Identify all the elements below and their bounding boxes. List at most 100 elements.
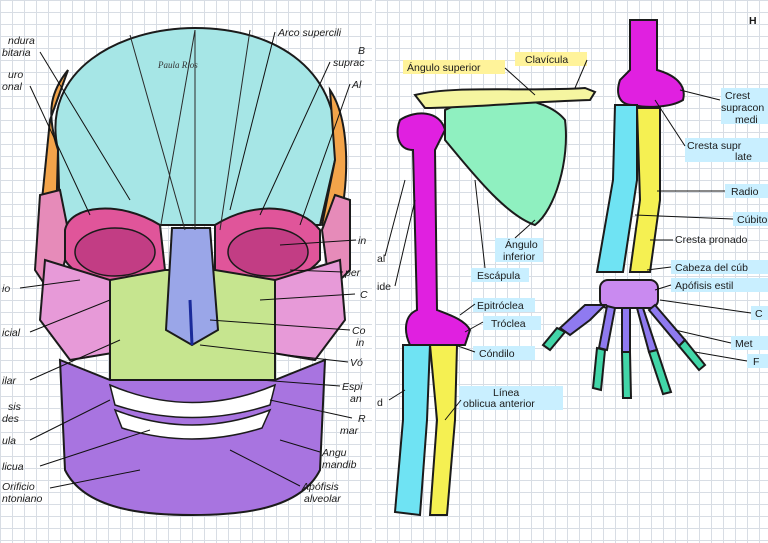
label-clavicula: Clavícula [525,54,568,66]
label-left-8: des [2,413,20,425]
label-left-0: ndura [8,35,35,47]
skull-signature: Paula Ríos [157,60,198,70]
label-right-7: Co [352,325,366,337]
label-c: C [755,308,763,320]
label-left-9: ula [2,435,16,447]
label-right-5: per [344,267,361,279]
ring-phalanx [647,348,673,396]
middle-phalanx [620,351,633,399]
label-left-12: ntoniano [2,493,42,505]
label-troclea: Tróclea [491,318,526,330]
skull-illustration: Paula Ríos ndura bitaria uro onal io ici… [2,26,368,517]
label-right-10: Espi [342,381,363,393]
arm-diagram-panel: Ángulo superior Clavícula Ángulo inferio… [375,0,768,543]
label-right-11: an [350,393,362,405]
highlight-cubito [733,212,768,226]
highlight-cresta-sup [685,138,768,162]
label-crest-1: Crest [725,90,750,102]
label-left-2: uro [8,69,23,81]
label-right-0: Arco supercili [277,27,342,39]
humerus-distal [617,19,685,108]
label-left-7: sis [8,401,22,413]
skull-labels-right: Arco supercili B suprac Al in per C Co i… [277,27,368,505]
label-right-12: R [358,413,366,425]
arm-leader-lines [384,59,752,421]
label-epitroclea: Epitróclea [477,300,524,312]
label-angulo-inferior-2: inferior [503,251,536,263]
label-angulo-inferior-1: Ángulo [505,238,538,251]
highlight-escapula [471,268,529,282]
label-right-15: mandib [322,459,357,471]
label-right-9: Vó [350,357,363,369]
label-left-5: icial [2,327,21,339]
middle-metacarpal [621,307,631,353]
label-right-4: in [358,235,366,247]
arm-illustration: Ángulo superior Clavícula Ángulo inferio… [377,15,768,517]
label-right-17: alveolar [304,493,341,505]
teeth-lower [113,408,272,440]
nasal-bone [164,227,220,347]
highlight-troclea [483,316,541,330]
index-phalanx [591,346,607,392]
highlight-clavicula [515,52,587,66]
scapula [444,96,567,227]
humerus [396,112,472,346]
highlight-f [747,354,768,368]
skull-labels-left: ndura bitaria uro onal io icial ilar sis… [2,35,42,505]
skull-diagram-panel: Paula Ríos ndura bitaria uro onal io ici… [0,0,372,543]
label-linea-1: Línea [493,387,519,399]
label-radio: Radio [731,186,759,198]
label-right-3: Al [351,79,362,91]
ulna-upper-arm [393,344,432,517]
highlight-angulo-inferior [495,238,543,262]
arm-labels: Ángulo superior Clavícula Ángulo inferio… [377,15,768,410]
left-orbit-cavity [74,227,156,277]
label-left-1: bitaria [2,47,31,59]
label-left-10: licua [2,461,24,473]
hand-bones [541,303,707,399]
label-right-14: Angu [321,447,347,459]
highlight-radio [725,184,768,198]
label-cabeza-cubito: Cabeza del cúb [675,262,748,274]
label-crest-2: supracon [721,102,764,114]
label-right-2: suprac [333,57,365,69]
label-linea-2: oblicua anterior [463,398,535,410]
clavicle [413,86,597,110]
frontal-bone [54,26,337,226]
label-left-cut-1: al [377,253,385,265]
label-angulo-superior: Ángulo superior [407,61,481,74]
highlight-cabeza-cubito [671,260,768,274]
nasal-septum [188,299,194,346]
radius-upper-arm [428,344,459,516]
teeth-upper [108,383,277,419]
label-apofisis-estiloide: Apófisis estil [675,280,733,292]
label-cresta-pronadora: Cresta pronado [675,234,748,246]
little-phalanx [677,338,707,372]
label-cubito: Cúbito [737,214,768,226]
label-corner-letter: H [749,15,757,27]
parietal-bone-left [40,69,69,229]
carpals [599,279,659,309]
frontal-lines [129,29,251,231]
highlight-angulo-superior [403,60,505,74]
highlight-linea [459,386,563,410]
right-orbit-cavity [227,227,309,277]
label-crest-3: medi [735,114,758,126]
label-cresta-sup-2: late [735,151,752,163]
label-left-3: onal [2,81,23,93]
label-right-16: Apófisis [301,481,340,493]
label-condilo: Cóndilo [479,348,515,360]
label-f: F [753,356,759,368]
index-metacarpal [597,304,617,352]
highlight-crest [721,88,768,124]
ulna [595,104,638,273]
label-left-cut-3: d [377,397,383,409]
highlight-met [731,336,768,350]
label-left-6: ilar [2,375,17,387]
label-left-cut-2: ide [377,281,391,293]
highlight-epitroclea [473,298,535,312]
label-cresta-sup-1: Cresta supr [687,140,742,152]
label-right-13: mar [340,425,359,437]
label-right-1: B [358,45,365,57]
label-right-8: in [356,337,364,349]
